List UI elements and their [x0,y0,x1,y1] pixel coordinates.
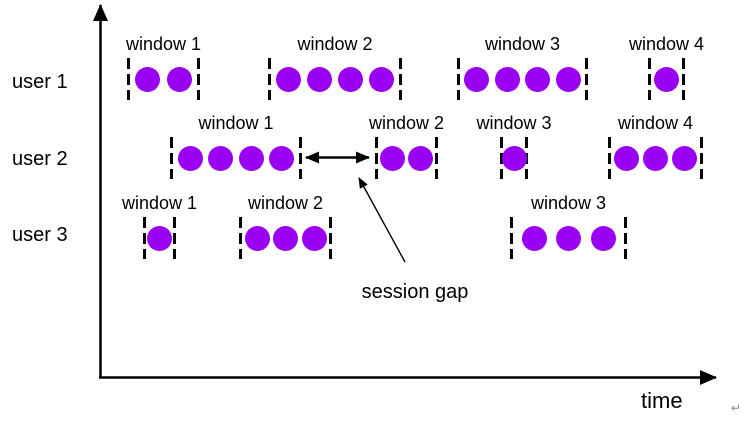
event-dots [241,217,330,259]
window-label: window 2 [297,34,373,54]
paragraph-return-mark: ↵ [731,401,742,415]
window-end-dash [197,58,200,100]
window-label: window 4 [628,34,705,54]
user1-window2: window 2 [268,34,402,100]
event-dot [590,225,616,251]
event-dot [380,145,405,171]
event-dot [556,225,581,251]
window-label: window 2 [368,113,445,133]
window-label: window 1 [121,193,198,213]
window-start-dash [239,217,242,259]
window-end-dash [399,58,402,100]
event-dot [135,66,161,92]
user3-window2: window 2 [239,193,332,259]
window-label: window 3 [484,34,561,54]
window-end-dash [682,58,685,100]
window-label: window 4 [617,113,694,133]
event-dot [208,145,234,171]
window-start-dash [608,137,611,179]
event-dots [512,217,625,259]
window-start-dash [268,58,271,100]
event-dot [307,66,332,92]
event-dots [145,217,174,259]
user1-window3: window 3 [457,34,588,100]
window-label: window 1 [198,113,274,133]
user3-window3: window 3 [510,193,627,259]
event-dot [369,66,394,92]
event-dots [502,137,527,179]
event-dots [270,58,400,100]
event-dot [166,66,192,92]
session-gap-label: session gap [361,281,469,303]
window-start-dash [648,58,651,100]
event-dot [238,145,264,171]
event-dot [273,225,298,251]
window-start-dash [375,137,378,179]
event-dots [459,58,586,100]
time-axis-label: time [641,388,683,413]
event-dot [614,145,639,171]
user-2-label: user 2 [12,148,68,170]
window-label: window 3 [530,193,607,213]
window-start-dash [510,217,513,259]
user2-window1: window 1 [170,113,302,179]
window-end-dash [700,137,703,179]
event-dot [276,66,301,92]
event-dots [377,137,436,179]
event-dot [269,145,295,171]
event-dot [408,145,433,171]
window-end-dash [624,217,627,259]
window-end-dash [329,217,332,259]
window-end-dash [435,137,438,179]
window-label: window 2 [247,193,324,213]
window-label: window 1 [125,34,202,54]
user1-window4: window 4 [629,34,704,100]
session-gap-pointer-arrow [358,177,406,263]
window-start-dash [457,58,460,100]
event-dots [650,58,683,100]
event-dot [643,145,668,171]
event-dot [555,66,581,92]
event-dot [654,66,679,92]
event-dots [610,137,701,179]
event-dot [494,66,520,92]
event-dots [172,137,300,179]
window-end-dash [173,217,176,259]
user-3-label: user 3 [12,224,68,246]
window-start-dash [500,137,503,179]
event-dot [244,225,270,251]
event-dot [672,145,697,171]
user3-window1: window 1 [122,193,197,259]
event-dot [177,145,203,171]
window-start-dash [143,217,146,259]
event-dot [301,225,327,251]
user1-window1: window 1 [126,34,201,100]
event-dot [521,225,547,251]
window-label: window 3 [476,113,552,133]
window-end-dash [585,58,588,100]
user2-window3: window 3 [476,113,552,179]
event-dot [502,145,527,171]
user2-window2: window 2 [369,113,444,179]
event-dots [129,58,198,100]
window-start-dash [170,137,173,179]
event-dot [338,66,363,92]
event-dot [464,66,490,92]
event-dot [525,66,551,92]
user2-window4: window 4 [608,113,703,179]
event-dot [147,225,172,251]
window-end-dash [299,137,302,179]
user-1-label: user 1 [12,71,68,93]
window-start-dash [127,58,130,100]
